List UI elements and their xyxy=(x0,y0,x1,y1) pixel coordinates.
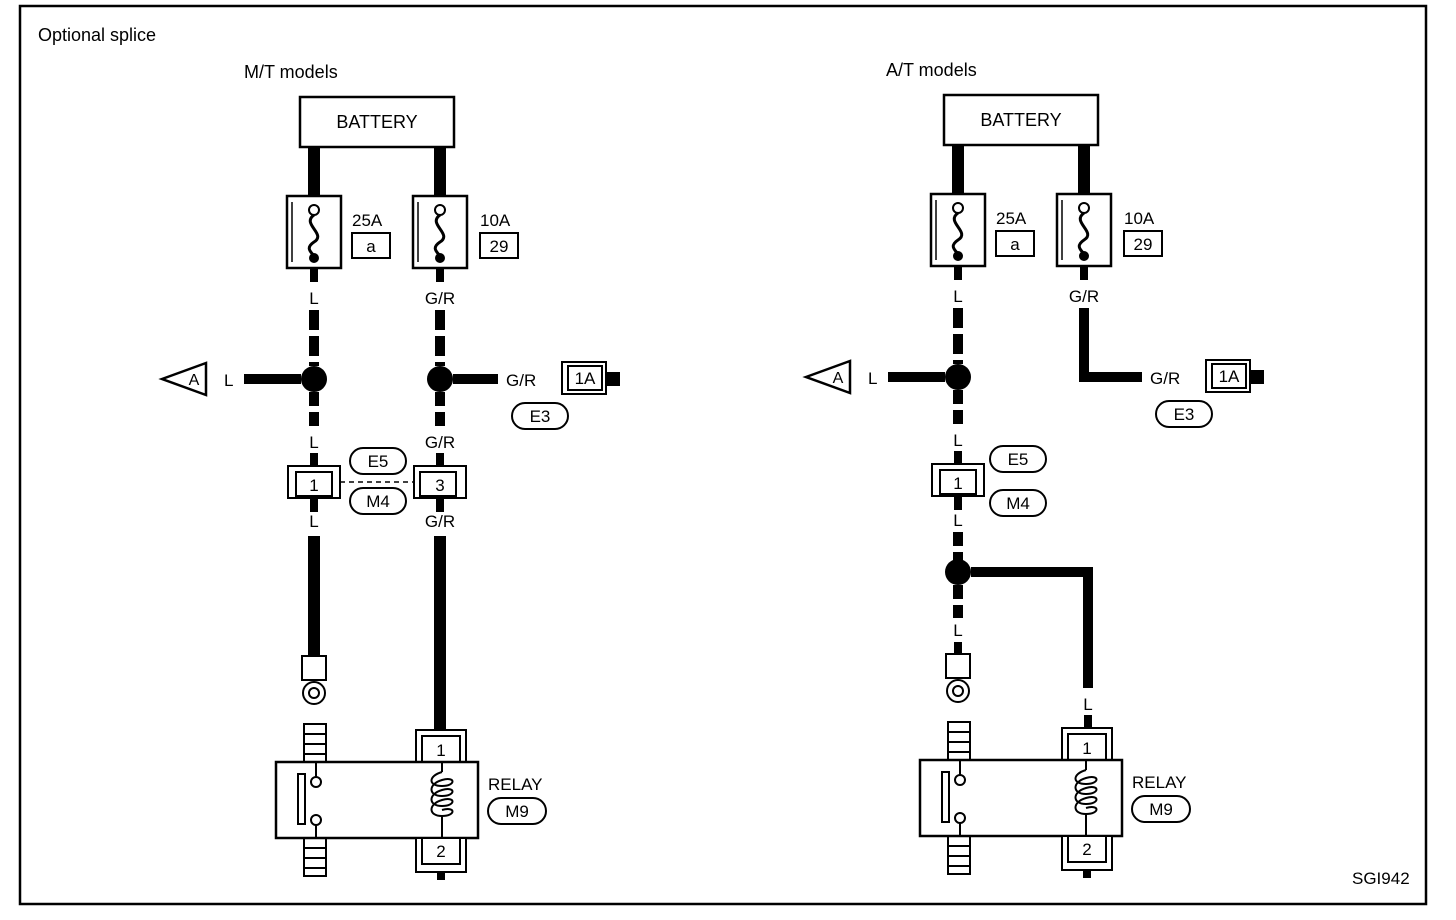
at-conn-lower-id: M4 xyxy=(1006,494,1030,513)
outer-frame xyxy=(18,4,1428,906)
at-wire-right-top: G/R xyxy=(1069,287,1099,306)
mt-fuse-left-rating: 25A xyxy=(352,211,383,230)
at-fuse-right xyxy=(1055,192,1113,268)
mt-heading: M/T models xyxy=(244,62,338,82)
mt-battery-label: BATTERY xyxy=(336,112,417,132)
at-fuse-right-rating: 10A xyxy=(1124,209,1155,228)
at-branch-right-wire: G/R xyxy=(1150,369,1180,388)
at-relay-pin-bottom: 2 xyxy=(1082,840,1091,859)
at-branch-right-connector: 1A xyxy=(1219,367,1240,386)
at-fuse-left xyxy=(929,192,987,268)
figure-id: SGI942 xyxy=(1352,869,1410,888)
mt-conn-upper-id: E5 xyxy=(368,452,389,471)
mt-relay-label: RELAY xyxy=(488,775,543,794)
mt-wire-right-mid: G/R xyxy=(425,433,455,452)
at-battery-label: BATTERY xyxy=(980,110,1061,130)
mt-branch-right-wire: G/R xyxy=(506,371,536,390)
mt-fuse-right xyxy=(411,194,469,270)
at-heading: A/T models xyxy=(886,60,977,80)
at-fuse-left-id: a xyxy=(1010,235,1020,254)
at-wire-left-top: L xyxy=(953,287,962,306)
at-wire-left-low: L xyxy=(953,511,962,530)
at-conn-upper-id: E5 xyxy=(1008,450,1029,469)
at-branch-right-conn-id: E3 xyxy=(1174,405,1195,424)
at-branch-left-wire: L xyxy=(868,369,877,388)
mt-branch-left-connector: A xyxy=(189,372,200,389)
mt-wire-left-low: L xyxy=(309,512,318,531)
at-wire-left-mid: L xyxy=(953,431,962,450)
mt-relay-pin-bottom: 2 xyxy=(436,842,445,861)
mt-branch-right-conn-id: E3 xyxy=(530,407,551,426)
mt-conn-lower-id: M4 xyxy=(366,492,390,511)
mt-pin-left: 1 xyxy=(309,476,318,495)
at-relay-pin-top: 1 xyxy=(1082,739,1091,758)
mt-fuse-right-rating: 10A xyxy=(480,211,511,230)
mt-wire-right-top: G/R xyxy=(425,289,455,308)
diagram-title: Optional splice xyxy=(38,25,156,45)
mt-wire-left-top: L xyxy=(309,289,318,308)
mt-pin-right: 3 xyxy=(435,476,444,495)
mt-relay-id: M9 xyxy=(505,802,529,821)
at-wire-right-bottom: L xyxy=(1083,695,1092,714)
at-wire-left-bottom: L xyxy=(953,621,962,640)
at-fuse-left-rating: 25A xyxy=(996,209,1027,228)
mt-fuse-left-id: a xyxy=(366,237,376,256)
mt-battery: BATTERY xyxy=(298,95,456,149)
at-relay-id: M9 xyxy=(1149,800,1173,819)
at-relay-label: RELAY xyxy=(1132,773,1187,792)
at-battery: BATTERY xyxy=(942,93,1100,147)
at-pin-left: 1 xyxy=(953,474,962,493)
mt-wire-left-mid: L xyxy=(309,433,318,452)
at-branch-left-connector: A xyxy=(833,370,844,387)
at-fuse-right-id: 29 xyxy=(1134,235,1153,254)
mt-branch-left-wire: L xyxy=(224,371,233,390)
mt-branch-right-connector: 1A xyxy=(575,369,596,388)
mt-relay-pin-top: 1 xyxy=(436,741,445,760)
mt-fuse-right-id: 29 xyxy=(490,237,509,256)
mt-wire-right-low: G/R xyxy=(425,512,455,531)
mt-models-section: M/T models BATTERY 25A a 10A 29 L G/R L … xyxy=(158,62,620,880)
at-models-section: A/T models BATTERY 25A a 10A 29 L G/R G/… xyxy=(802,60,1264,878)
mt-fuse-left xyxy=(285,194,343,270)
